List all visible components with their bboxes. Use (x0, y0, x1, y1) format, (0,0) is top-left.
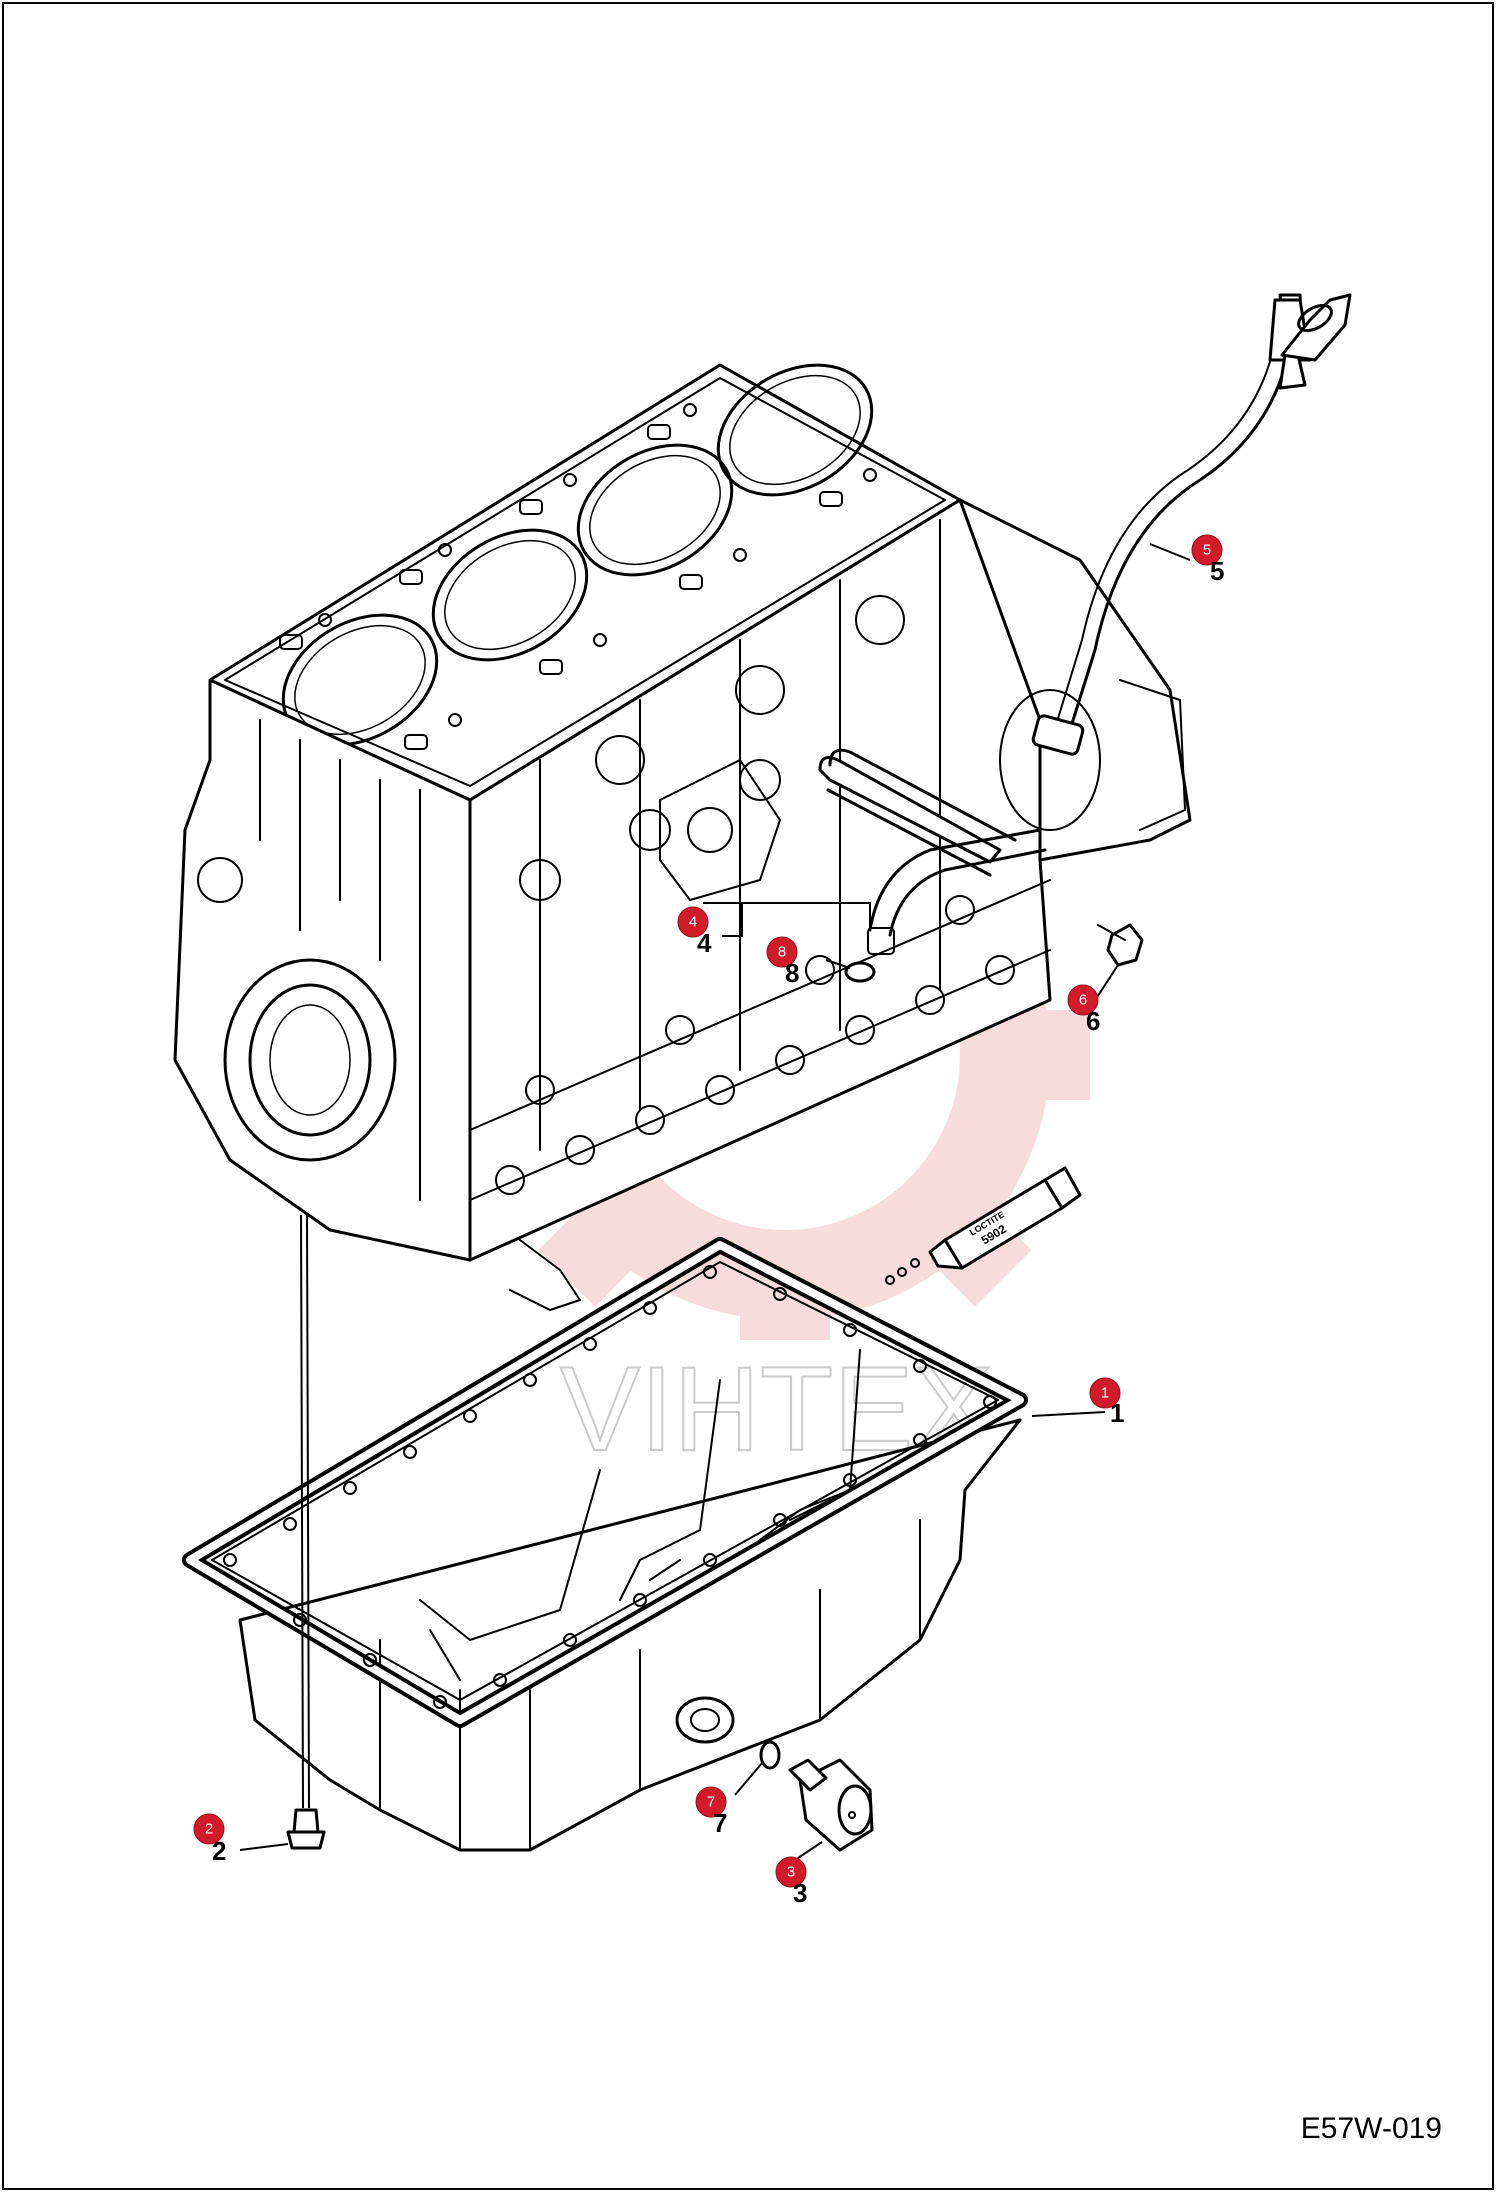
svg-text:2: 2 (205, 1821, 213, 1838)
callout-badge-1: 1 (1089, 1377, 1121, 1409)
bolt-part-2 (286, 1214, 326, 1850)
callout-badge-6: 6 (1067, 984, 1099, 1016)
svg-text:8: 8 (778, 944, 786, 961)
callout-number-1: 1 (1110, 1398, 1124, 1428)
callout-number-7: 7 (713, 1808, 727, 1838)
svg-text:7: 7 (707, 1794, 715, 1811)
callout-number-6: 6 (1086, 1006, 1100, 1036)
callout-number-4: 4 (697, 928, 712, 958)
figure-code: E57W-019 (1300, 2112, 1442, 2145)
svg-text:3: 3 (787, 1864, 795, 1881)
oil-tube (818, 748, 1047, 955)
callout-badge-4: 4 (677, 906, 709, 938)
callout-badge-8: 8 (766, 936, 798, 968)
svg-text:6: 6 (1079, 992, 1087, 1009)
callout-badge-5: 5 (1191, 534, 1223, 566)
dipstick (1031, 293, 1352, 756)
svg-text:5: 5 (1203, 542, 1211, 559)
callout-number-2: 2 (212, 1836, 226, 1866)
callout-badge-7: 7 (695, 1786, 727, 1818)
oil-pan (182, 1237, 1028, 1852)
svg-text:1: 1 (1101, 1385, 1109, 1402)
callout-number-8: 8 (785, 958, 799, 988)
callout-badge-3: 3 (775, 1856, 807, 1888)
engine-block (173, 363, 1192, 1311)
washer-part-7 (759, 1740, 781, 1770)
o-ring-part-8 (844, 961, 876, 983)
drain-plug-part-3 (788, 1758, 874, 1852)
sealant-tube: LOCTITE 5902 (885, 1166, 1082, 1285)
callout-number-5: 5 (1210, 556, 1224, 586)
svg-text:4: 4 (689, 914, 697, 931)
callout-badge-2: 2 (193, 1813, 225, 1845)
callout-number-3: 3 (793, 1878, 807, 1908)
bolt-part-6 (1097, 923, 1144, 967)
